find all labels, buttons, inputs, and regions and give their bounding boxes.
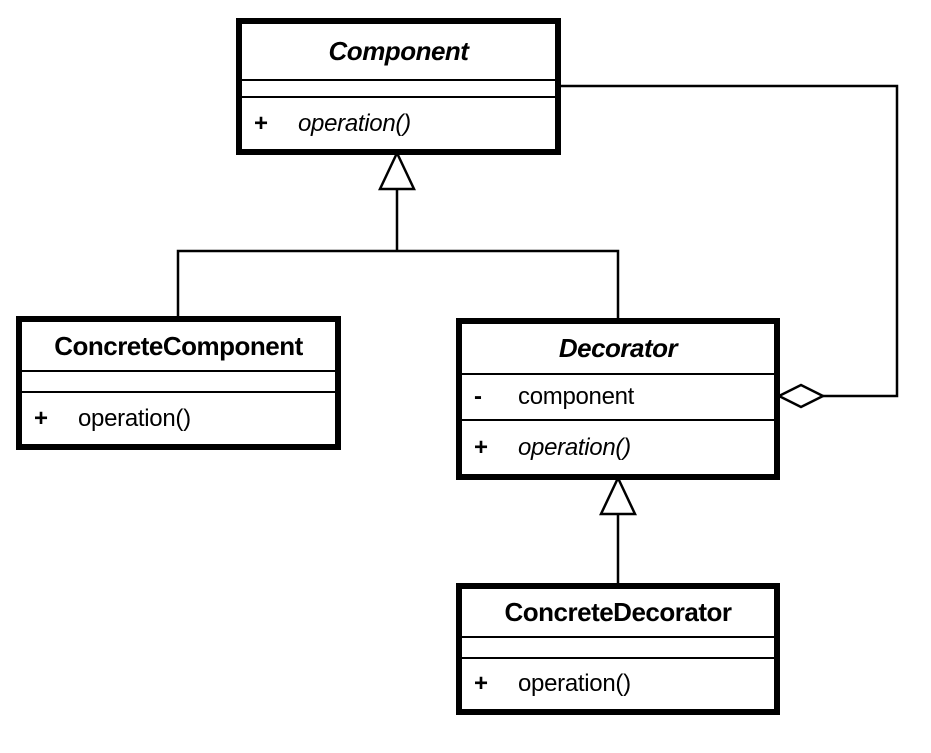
operation-name: operation() [518,433,631,461]
generalization-triangle-to-component-icon [378,150,416,191]
operations-section-component: + operation() [242,98,555,149]
class-name-decorator: Decorator [462,324,774,375]
operation-name: operation() [518,670,631,697]
operations-section-concrete-component: + operation() [22,393,335,444]
visibility-marker: - [474,383,482,410]
attribute-name: component [518,383,635,410]
generalization-triangle-to-decorator-icon [599,475,637,516]
attributes-section-concrete-decorator [462,638,774,659]
class-box-decorator: Decorator - component + operation() [456,318,780,480]
operation-row: + operation() [22,405,335,433]
operations-section-decorator: + operation() [462,421,774,474]
class-box-component: Component + operation() [236,18,561,155]
class-box-concrete-decorator: ConcreteDecorator + operation() [456,583,780,715]
attribute-row: - component [462,383,774,411]
class-name-concrete-component: ConcreteComponent [22,322,335,372]
operation-name: operation() [78,404,191,432]
visibility-marker: + [34,404,48,432]
operation-row: + operation() [242,110,555,138]
generalization-branch-line [176,249,620,322]
operation-row: + operation() [462,670,774,698]
attributes-section-component [242,81,555,98]
operation-row: + operation() [462,434,774,462]
operation-name: operation() [298,109,411,137]
aggregation-line [557,84,899,398]
aggregation-diamond-icon [776,383,826,409]
attributes-section-concrete-component [22,372,335,393]
class-name-component: Component [242,24,555,81]
visibility-marker: + [474,670,488,697]
class-name-concrete-decorator: ConcreteDecorator [462,589,774,638]
attributes-section-decorator: - component [462,375,774,421]
class-box-concrete-component: ConcreteComponent + operation() [16,316,341,450]
visibility-marker: + [254,109,268,137]
visibility-marker: + [474,433,488,461]
operations-section-concrete-decorator: + operation() [462,659,774,709]
